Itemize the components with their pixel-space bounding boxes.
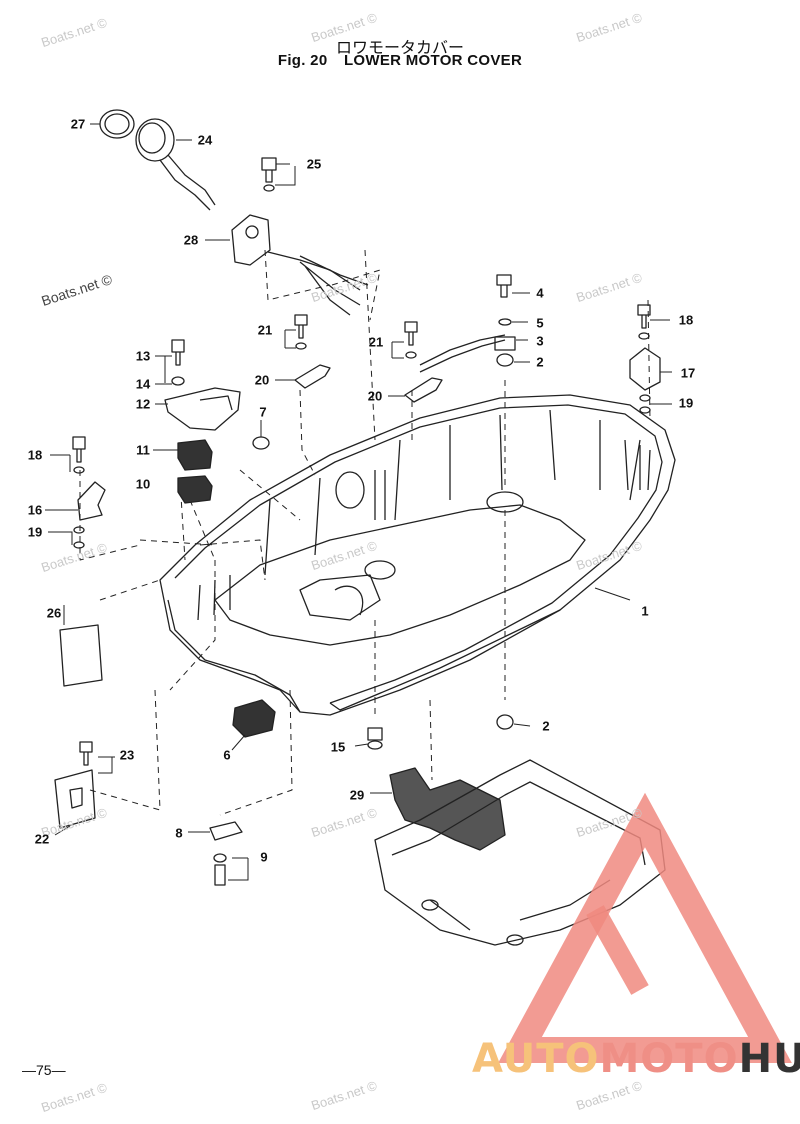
callout-4: 4: [536, 285, 544, 301]
callout-2: 2: [536, 354, 544, 370]
callout-16: 16: [27, 502, 43, 518]
callout-21: 21: [257, 322, 273, 338]
page-number: —75—: [22, 1062, 66, 1078]
callout-8: 8: [175, 825, 183, 841]
automotohub-logo-text: AUTOMOTOHUB: [472, 1036, 800, 1082]
logo-part-moto: MOTO: [599, 1036, 739, 1082]
callout-21: 21: [368, 334, 384, 350]
figure-title: Fig. 20 LOWER MOTOR COVER: [0, 52, 800, 69]
callout-27: 27: [70, 116, 86, 132]
callout-13: 13: [135, 348, 151, 364]
japanese-title: ロワモータカバー: [335, 38, 464, 57]
callout-18: 18: [678, 312, 694, 328]
automotohub-logo-mark: [498, 792, 792, 1063]
callout-6: 6: [223, 747, 231, 763]
callout-9: 9: [260, 849, 268, 865]
callout-2: 2: [542, 718, 550, 734]
callout-23: 23: [119, 747, 135, 763]
callout-5: 5: [536, 315, 544, 331]
callout-14: 14: [135, 376, 151, 392]
callout-19: 19: [27, 524, 43, 540]
callout-1: 1: [641, 603, 649, 619]
callout-22: 22: [34, 831, 50, 847]
callout-11: 11: [136, 442, 150, 458]
callout-18: 18: [27, 447, 43, 463]
callout-17: 17: [680, 365, 696, 381]
callout-7: 7: [259, 404, 267, 420]
callout-20: 20: [254, 372, 270, 388]
callout-19: 19: [678, 395, 694, 411]
lower-cover-body: [159, 394, 676, 716]
callout-29: 29: [349, 787, 365, 803]
figure-number: Fig. 20: [277, 52, 328, 69]
callout-3: 3: [536, 333, 544, 349]
logo-part-auto: AUTO: [472, 1036, 600, 1082]
callout-24: 24: [197, 132, 213, 148]
callout-28: 28: [183, 232, 199, 248]
logo-part-hub: HUB: [738, 1036, 800, 1082]
callout-25: 25: [306, 156, 322, 172]
figure-name: LOWER MOTOR COVER: [343, 52, 523, 69]
callout-20: 20: [367, 388, 383, 404]
callout-10: 10: [135, 476, 151, 492]
callout-26: 26: [46, 605, 62, 621]
callout-15: 15: [330, 739, 346, 755]
callout-12: 12: [135, 396, 151, 412]
